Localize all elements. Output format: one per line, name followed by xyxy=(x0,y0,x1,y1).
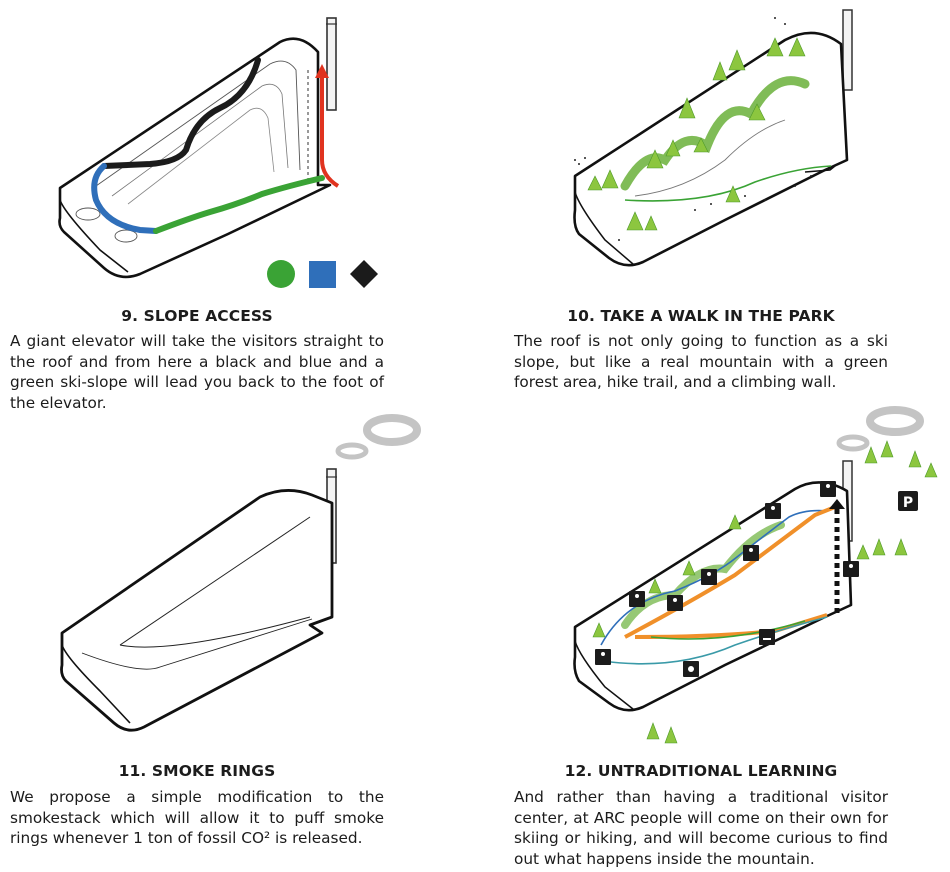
panel-untraditional-learning: P 12. UNTRADITIONAL LEARNING And rather … xyxy=(475,405,950,872)
blue-slope-line xyxy=(91,163,159,234)
panel-title: 11. SMOKE RINGS xyxy=(118,762,276,780)
panel-smoke-rings: 11. SMOKE RINGS We propose a simple modi… xyxy=(0,405,470,872)
legend-blue-square xyxy=(309,261,336,288)
smoke-ring-small xyxy=(335,442,369,460)
slope-access-diagram xyxy=(58,17,378,288)
panel-description: And rather than having a traditional vis… xyxy=(514,788,888,868)
elevator-arrow xyxy=(320,74,340,188)
parking-label: P xyxy=(903,495,913,511)
untraditional-learning-diagram: P xyxy=(573,406,938,744)
panel-description: A giant elevator will take the visitors … xyxy=(10,332,384,412)
black-slope-line xyxy=(101,57,261,169)
panel-description: We propose a simple modification to the … xyxy=(10,788,384,847)
panel-walk-in-park: 10. TAKE A WALK IN THE PARK The roof is … xyxy=(475,0,950,400)
panel-slope-access: 9. SLOPE ACCESS A giant elevator will ta… xyxy=(0,0,470,412)
panel-description: The roof is not only going to function a… xyxy=(514,332,888,391)
legend-black-diamond xyxy=(350,260,378,288)
parking-sign xyxy=(898,491,918,511)
walk-in-park-diagram xyxy=(573,9,853,267)
smoke-rings-diagram xyxy=(60,414,421,732)
legend-green-circle xyxy=(267,260,295,288)
green-slope-line xyxy=(153,175,325,234)
panel-title: 12. UNTRADITIONAL LEARNING xyxy=(564,762,838,780)
panel-title: 10. TAKE A WALK IN THE PARK xyxy=(567,307,835,325)
smoke-ring-large xyxy=(363,414,421,446)
panel-title: 9. SLOPE ACCESS xyxy=(121,307,273,325)
